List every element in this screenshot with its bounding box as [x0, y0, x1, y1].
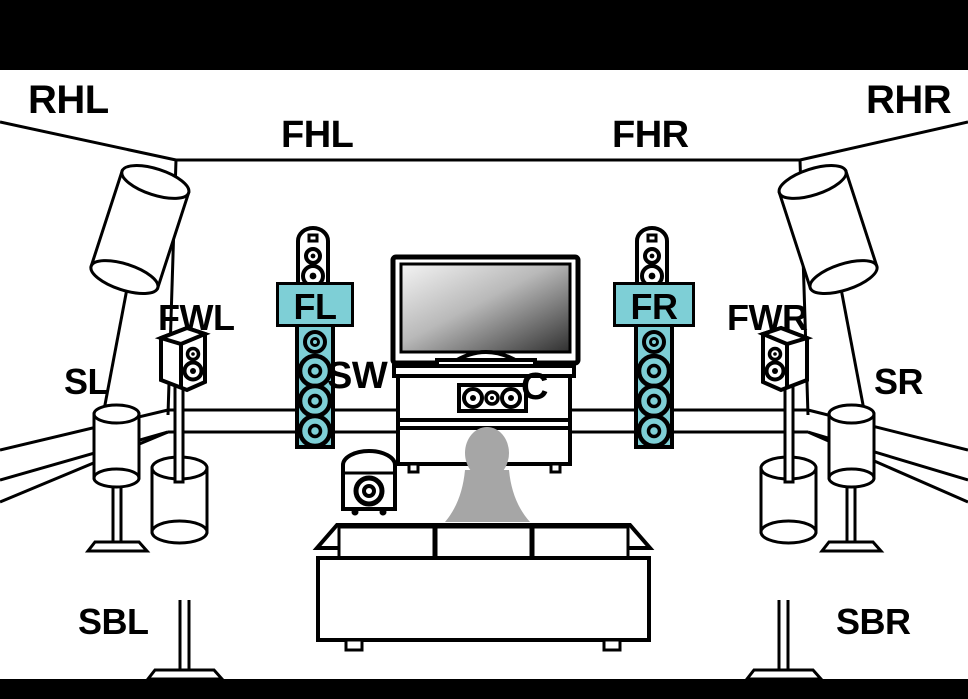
- sbr-base: [745, 668, 824, 679]
- speaker-center[interactable]: [457, 383, 528, 413]
- fhr-woofer-dust-cap: [648, 272, 656, 280]
- center-woofer-left-cap: [470, 395, 476, 401]
- label-fl: FL: [276, 282, 354, 327]
- tv-stand-foot-right: [549, 462, 562, 474]
- fl-woofer-upper-cap: [307, 393, 323, 409]
- label-fwl: FWL: [158, 297, 235, 338]
- label-sbl: SBL: [78, 601, 149, 642]
- label-rhl: RHL: [28, 78, 109, 122]
- fl-midrange-cap: [307, 363, 323, 379]
- sofa-body: [316, 556, 651, 642]
- tv-stand-foot-left: [407, 462, 420, 474]
- fhr-tweeter-dome: [649, 253, 655, 259]
- speaker-fwl[interactable]: [154, 325, 211, 484]
- speaker-subwoofer[interactable]: [341, 449, 397, 516]
- television: [390, 254, 581, 372]
- sw-foot-right: [379, 508, 387, 516]
- fwr-woofer-cap: [772, 368, 778, 374]
- fwr-cabinet-top: [757, 325, 814, 347]
- label-sl: SL: [64, 361, 110, 402]
- fr-midrange-cap: [646, 363, 662, 379]
- speaker-rhl[interactable]: [87, 159, 193, 411]
- sl-base: [84, 540, 151, 553]
- fhl-tweeter-dome: [310, 253, 316, 259]
- sofa-foot-right: [602, 638, 622, 652]
- sr-base: [818, 540, 885, 553]
- fhl-bracket: [307, 233, 319, 243]
- center-woofer-right-cap: [508, 395, 514, 401]
- fl-tweeter-dome: [310, 337, 320, 347]
- sbl-base: [146, 668, 225, 679]
- room-illustration: RHL RHR FHL FHR FL FR FWL FWR SL SR SW C…: [0, 70, 968, 679]
- ceiling-right-edge: [799, 120, 968, 162]
- sofa: [312, 523, 655, 652]
- center-tweeter-dome: [490, 396, 494, 400]
- sofa-cushion-center: [434, 525, 533, 562]
- fwl-woofer-cap: [190, 368, 196, 374]
- speaker-sr[interactable]: [818, 403, 885, 553]
- sr-top-cap: [827, 403, 876, 425]
- label-sbr: SBR: [836, 601, 911, 642]
- fr-woofer-upper-cap: [646, 393, 662, 409]
- fr-tweeter-dome: [649, 337, 659, 347]
- label-fr: FR: [613, 282, 695, 327]
- rhr-bottom-cap: [808, 259, 879, 295]
- fwl-cabinet-top: [154, 325, 211, 347]
- baseboard-left-bottom: [0, 430, 169, 482]
- tv-screen: [399, 262, 572, 354]
- sl-top-cap: [92, 403, 141, 425]
- rhl-top-cap: [120, 164, 191, 200]
- label-fhr: FHR: [612, 114, 689, 156]
- fhr-bracket: [646, 233, 658, 243]
- ceiling-left-edge: [0, 120, 177, 162]
- speaker-rhr[interactable]: [775, 159, 881, 411]
- listener-shoulders: [445, 470, 530, 522]
- fr-woofer-lower-cap: [646, 423, 662, 439]
- label-fhl: FHL: [281, 114, 354, 156]
- sw-foot-left: [351, 508, 359, 516]
- letterbox-top: [0, 0, 968, 70]
- letterbox-bottom: [0, 679, 968, 699]
- sl-bottom-cap: [92, 467, 141, 489]
- room-scene: [0, 120, 968, 679]
- label-rhr: RHR: [866, 78, 952, 122]
- fl-woofer-lower-cap: [307, 423, 323, 439]
- sw-driver-inner: [362, 484, 376, 498]
- sbl-bottom-cap: [150, 519, 209, 545]
- label-fwr: FWR: [727, 297, 808, 338]
- speaker-fhl[interactable]: [296, 226, 330, 290]
- listener-head: [465, 427, 509, 479]
- speaker-sl[interactable]: [84, 403, 151, 553]
- sr-bottom-cap: [827, 467, 876, 489]
- speaker-sbr[interactable]: [745, 455, 824, 679]
- label-sw: SW: [327, 355, 388, 397]
- sbr-bottom-cap: [759, 519, 818, 545]
- rhr-top-cap: [777, 164, 848, 200]
- sofa-foot-left: [344, 638, 364, 652]
- fwl-tweeter-dome: [191, 352, 195, 356]
- listener-figure: [445, 427, 530, 522]
- label-c: C: [521, 366, 548, 408]
- label-sr: SR: [874, 361, 924, 402]
- sofa-cushion-right: [531, 525, 630, 562]
- rhl-bottom-cap: [89, 259, 160, 295]
- fwr-tweeter-dome: [773, 352, 777, 356]
- fhl-woofer-dust-cap: [309, 272, 317, 280]
- speaker-sbl[interactable]: [146, 455, 225, 679]
- speaker-fwr[interactable]: [757, 325, 814, 484]
- sofa-cushion-left: [337, 525, 436, 562]
- speaker-fhr[interactable]: [635, 226, 669, 290]
